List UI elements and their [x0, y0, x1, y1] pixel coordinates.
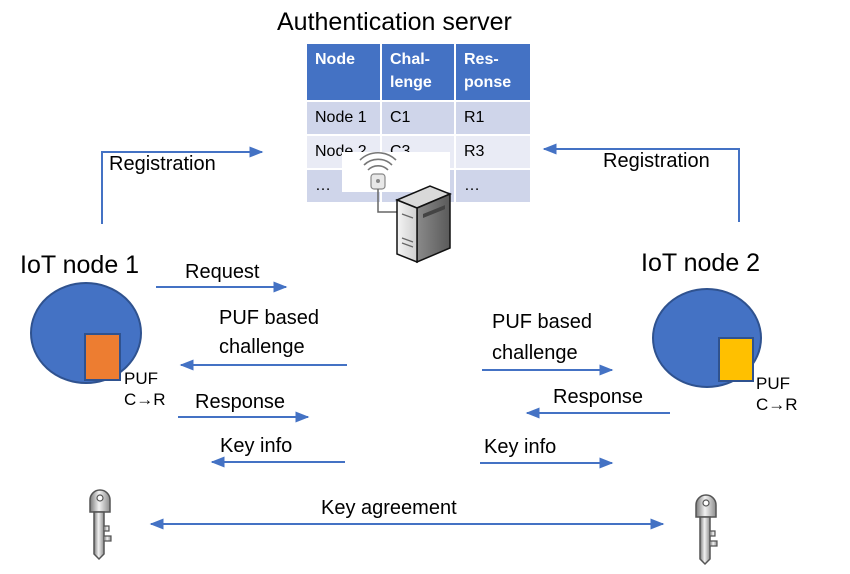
response-label-left: Response — [195, 391, 286, 413]
key-icon — [695, 494, 718, 566]
registration-label-left: Registration — [109, 153, 216, 175]
auth-table: Node Chal-lenge Res-ponse Node 1 C1 R1 N… — [307, 44, 530, 202]
registration-arrow-left — [101, 146, 264, 224]
key-info-label-right: Key info — [484, 436, 557, 458]
server-icon — [395, 185, 452, 264]
table-header-node: Node — [307, 44, 382, 101]
key-info-label-left: Key info — [220, 435, 293, 457]
table-cell: C1 — [381, 100, 456, 135]
registration-label-right: Registration — [603, 150, 710, 172]
table-row: Node 1 C1 R1 — [307, 100, 530, 135]
table-cell: … — [455, 168, 530, 202]
key-agreement-label: Key agreement — [321, 497, 457, 519]
table-header-row: Node Chal-lenge Res-ponse — [307, 44, 530, 101]
request-label: Request — [185, 261, 260, 283]
table-cell: R3 — [455, 134, 530, 169]
registration-arrow-right — [542, 143, 740, 222]
wifi-router-icon — [342, 151, 450, 213]
table-cell: R1 — [455, 100, 530, 135]
table-header-challenge: Chal-lenge — [381, 44, 456, 101]
response-label-right: Response — [553, 386, 644, 408]
table-cell: Node 1 — [307, 100, 382, 135]
table-header-response: Res-ponse — [455, 44, 530, 101]
key-icon — [89, 489, 112, 561]
iot-node-2-label: IoT node 2 — [641, 249, 761, 277]
server-title: Authentication server — [277, 8, 512, 36]
puf-chip-node-2 — [718, 337, 754, 382]
puf-chip-node-1 — [84, 333, 121, 381]
iot-node-1-label: IoT node 1 — [20, 251, 140, 279]
